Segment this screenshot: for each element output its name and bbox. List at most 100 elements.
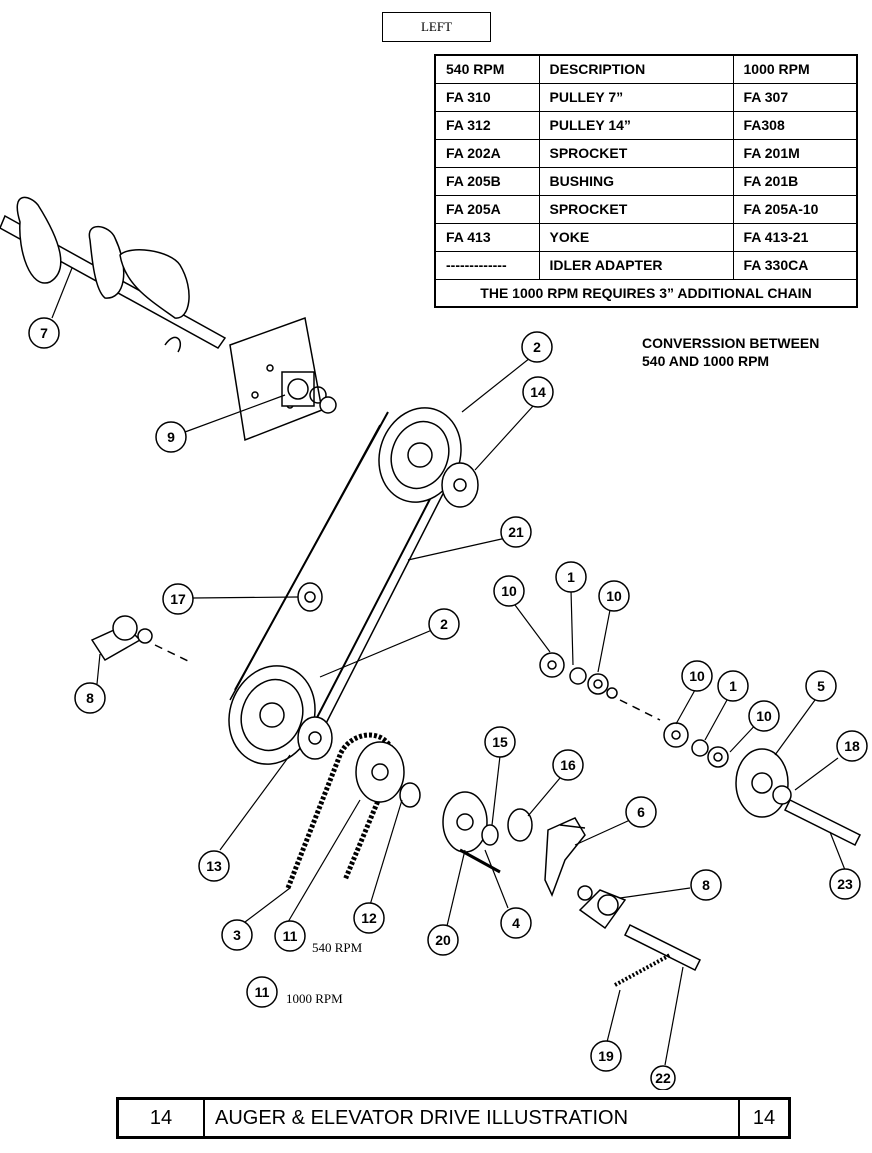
svg-text:10: 10	[501, 583, 517, 599]
table-cell: IDLER ADAPTER	[538, 250, 734, 280]
table-cell: FA 307	[732, 82, 858, 112]
table-row: FA 312 PULLEY 14” FA308	[434, 110, 858, 140]
callout: 13	[198, 850, 230, 882]
svg-text:18: 18	[844, 738, 860, 754]
shaft-spring	[614, 923, 702, 987]
left-bearing	[90, 615, 191, 663]
callout: 1	[555, 561, 587, 593]
callout: 10	[748, 700, 780, 732]
svg-text:20: 20	[435, 932, 451, 948]
svg-text:10: 10	[606, 588, 622, 604]
callout: 11	[274, 920, 306, 952]
callout: 12	[353, 902, 385, 934]
callout: 8	[690, 869, 722, 901]
table-header-cell: 1000 RPM	[732, 54, 858, 84]
right-side-parts	[539, 652, 862, 847]
page-number-right: 14	[752, 1106, 776, 1129]
table-row: FA 202A SPROCKET FA 201M	[434, 138, 858, 168]
callout: 10	[598, 580, 630, 612]
svg-text:3: 3	[233, 927, 241, 943]
callout: 18	[836, 730, 868, 762]
callout: 21	[500, 516, 532, 548]
chain-sprocket	[285, 732, 421, 889]
svg-text:14: 14	[530, 384, 546, 400]
leader-lines	[51, 267, 846, 1066]
callout: 14	[522, 376, 554, 408]
table-row: ------------- IDLER ADAPTER FA 330CA	[434, 250, 858, 280]
callout: 9	[155, 421, 187, 453]
rpm-label-540: 540 RPM	[312, 940, 363, 955]
svg-text:7: 7	[40, 325, 48, 341]
callout: 4	[500, 907, 532, 939]
svg-text:8: 8	[86, 690, 94, 706]
callout: 15	[484, 726, 516, 758]
callout: 7	[28, 317, 60, 349]
table-cell: FA 202A	[434, 138, 540, 168]
table-cell: SPROCKET	[538, 194, 734, 224]
svg-text:10: 10	[689, 668, 705, 684]
conversion-note-line: CONVERSSION BETWEEN	[642, 335, 820, 351]
callout: 6	[625, 796, 657, 828]
callout: 2	[428, 608, 460, 640]
table-cell: FA308	[732, 110, 858, 140]
page-title: AUGER & ELEVATOR DRIVE ILLUSTRATION	[205, 1100, 740, 1136]
table-row: FA 205A SPROCKET FA 205A-10	[434, 194, 858, 224]
callout: 3	[221, 919, 253, 951]
table-cell: -------------	[434, 250, 540, 280]
table-cell: SPROCKET	[538, 138, 734, 168]
svg-text:22: 22	[655, 1070, 671, 1086]
svg-text:11: 11	[255, 984, 270, 1000]
table-cell: FA 413	[434, 222, 540, 252]
svg-text:16: 16	[560, 757, 576, 773]
table-note-row: THE 1000 RPM REQUIRES 3” ADDITIONAL CHAI…	[434, 278, 858, 308]
callout: 5	[805, 670, 837, 702]
table-note: THE 1000 RPM REQUIRES 3” ADDITIONAL CHAI…	[434, 278, 858, 308]
callout: 20	[427, 924, 459, 956]
svg-text:19: 19	[598, 1048, 614, 1064]
idler-assembly	[442, 791, 627, 930]
svg-text:9: 9	[167, 429, 175, 445]
conversion-note: CONVERSSION BETWEEN 540 AND 1000 RPM	[642, 334, 819, 370]
table-row: FA 205B BUSHING FA 201B	[434, 166, 858, 196]
svg-text:13: 13	[206, 858, 222, 874]
svg-text:17: 17	[170, 591, 186, 607]
svg-text:2: 2	[440, 616, 448, 632]
callout: 23	[829, 868, 861, 900]
svg-text:23: 23	[837, 876, 853, 892]
svg-text:4: 4	[512, 915, 520, 931]
svg-text:6: 6	[637, 804, 645, 820]
svg-text:21: 21	[508, 524, 524, 540]
table-cell: FA 205A-10	[732, 194, 858, 224]
callout: 19	[590, 1040, 622, 1072]
auger-assembly	[0, 196, 227, 353]
svg-text:12: 12	[361, 910, 377, 926]
svg-text:1: 1	[729, 678, 737, 694]
drive-illustration: 7 9 2 14 21 17 2 8 10 1 10 10 1 10 5 18 …	[0, 196, 868, 1090]
callout: 8	[74, 682, 106, 714]
mounting-plate	[229, 316, 337, 442]
table-cell: FA 330CA	[732, 250, 858, 280]
page-footer: 14 AUGER & ELEVATOR DRIVE ILLUSTRATION 1…	[116, 1097, 791, 1139]
callout: 2	[521, 331, 553, 363]
svg-text:2: 2	[533, 339, 541, 355]
callouts: 7 9 2 14 21 17 2 8 10 1 10 10 1 10 5 18 …	[28, 317, 868, 1090]
svg-text:10: 10	[756, 708, 772, 724]
table-row: FA 310 PULLEY 7” FA 307	[434, 82, 858, 112]
svg-text:11: 11	[283, 928, 298, 944]
callout: 11	[246, 976, 278, 1008]
svg-text:1: 1	[567, 569, 575, 585]
svg-text:15: 15	[492, 734, 508, 750]
table-cell: FA 413-21	[732, 222, 858, 252]
rpm-label-1000: 1000 RPM	[286, 991, 343, 1006]
parts-table: 540 RPM DESCRIPTION 1000 RPM FA 310 PULL…	[434, 54, 858, 308]
callout: 10	[493, 575, 525, 607]
table-cell: FA 201B	[732, 166, 858, 196]
conversion-note-line: 540 AND 1000 RPM	[642, 353, 770, 369]
left-label: LEFT	[382, 12, 491, 42]
svg-text:8: 8	[702, 877, 710, 893]
belt-drive	[228, 407, 479, 765]
page-number-left: 14	[119, 1100, 205, 1136]
svg-text:5: 5	[817, 678, 825, 694]
callout: 22	[650, 1065, 676, 1090]
callout: 1	[717, 670, 749, 702]
